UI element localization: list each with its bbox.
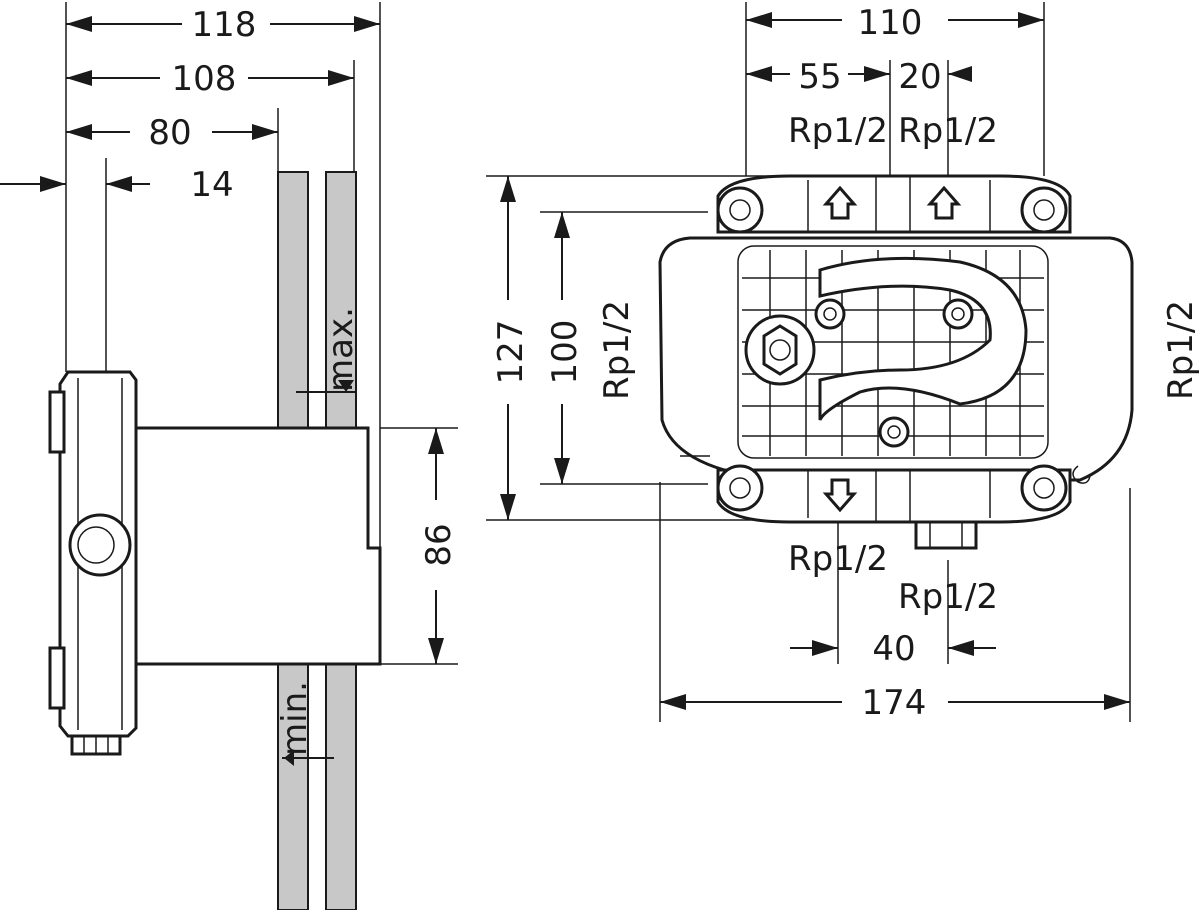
- dim-110: 110: [746, 3, 1044, 43]
- dim-14: 14: [0, 165, 234, 205]
- side-view: 118 108 80 14 max: [0, 2, 459, 910]
- max-marker: max.: [296, 307, 361, 393]
- dim-86: 86: [380, 427, 459, 665]
- dim-108-label: 108: [172, 59, 237, 99]
- dim-100-label: 100: [545, 320, 585, 385]
- dim-110-label: 110: [858, 3, 923, 43]
- flow-up-arrow-icon: [926, 185, 962, 220]
- dim-40: 40: [790, 629, 996, 669]
- dim-20: 20: [898, 57, 972, 97]
- min-marker: min.: [275, 681, 334, 766]
- side-extension: [134, 426, 382, 666]
- dim-174: 174: [660, 683, 1130, 723]
- front-hex-nut: [744, 314, 816, 386]
- side-housing: [48, 370, 138, 756]
- front-flange-bottom: [716, 468, 1072, 524]
- front-flange-top: [716, 174, 1072, 234]
- dim-55-label: 55: [798, 57, 841, 97]
- dim-108: 108: [66, 59, 354, 99]
- dim-86-label: 86: [419, 523, 459, 566]
- front-bottom-port: [914, 520, 978, 550]
- dim-118-label: 118: [192, 5, 257, 45]
- rp-top-left-label: Rp1/2: [788, 111, 888, 151]
- front-view: 110 55 20 Rp1/2 Rp1/2 127: [486, 2, 1200, 723]
- rp-top-right-label: Rp1/2: [898, 111, 998, 151]
- dim-40-label: 40: [872, 629, 915, 669]
- rp-right-label: Rp1/2: [1161, 300, 1200, 400]
- dim-80-label: 80: [148, 113, 191, 153]
- dim-55: 55: [746, 57, 890, 97]
- dim-118: 118: [66, 5, 380, 45]
- dim-100: 100: [545, 212, 585, 484]
- front-channel: [818, 256, 1028, 421]
- min-label: min.: [275, 681, 315, 756]
- dim-127-label: 127: [491, 320, 531, 385]
- front-screws: [814, 298, 974, 448]
- flow-down-arrow-icon: [822, 478, 858, 513]
- dim-80: 80: [66, 113, 278, 153]
- dim-20-label: 20: [898, 57, 941, 97]
- flow-up-arrow-icon: [822, 185, 858, 220]
- front-inner-frame: [737, 245, 1049, 459]
- rp-bottom-right-label: Rp1/2: [898, 577, 998, 617]
- front-port-lines: [807, 176, 991, 522]
- dim-174-label: 174: [862, 683, 927, 723]
- dim-14-label: 14: [190, 165, 233, 205]
- dim-127: 127: [491, 176, 531, 520]
- front-mount-holes: [716, 186, 1068, 512]
- rp-bottom-left-label: Rp1/2: [788, 539, 888, 579]
- flow-arrow-icons: [822, 185, 962, 513]
- max-label: max.: [321, 307, 361, 392]
- rp-left-label: Rp1/2: [597, 300, 637, 400]
